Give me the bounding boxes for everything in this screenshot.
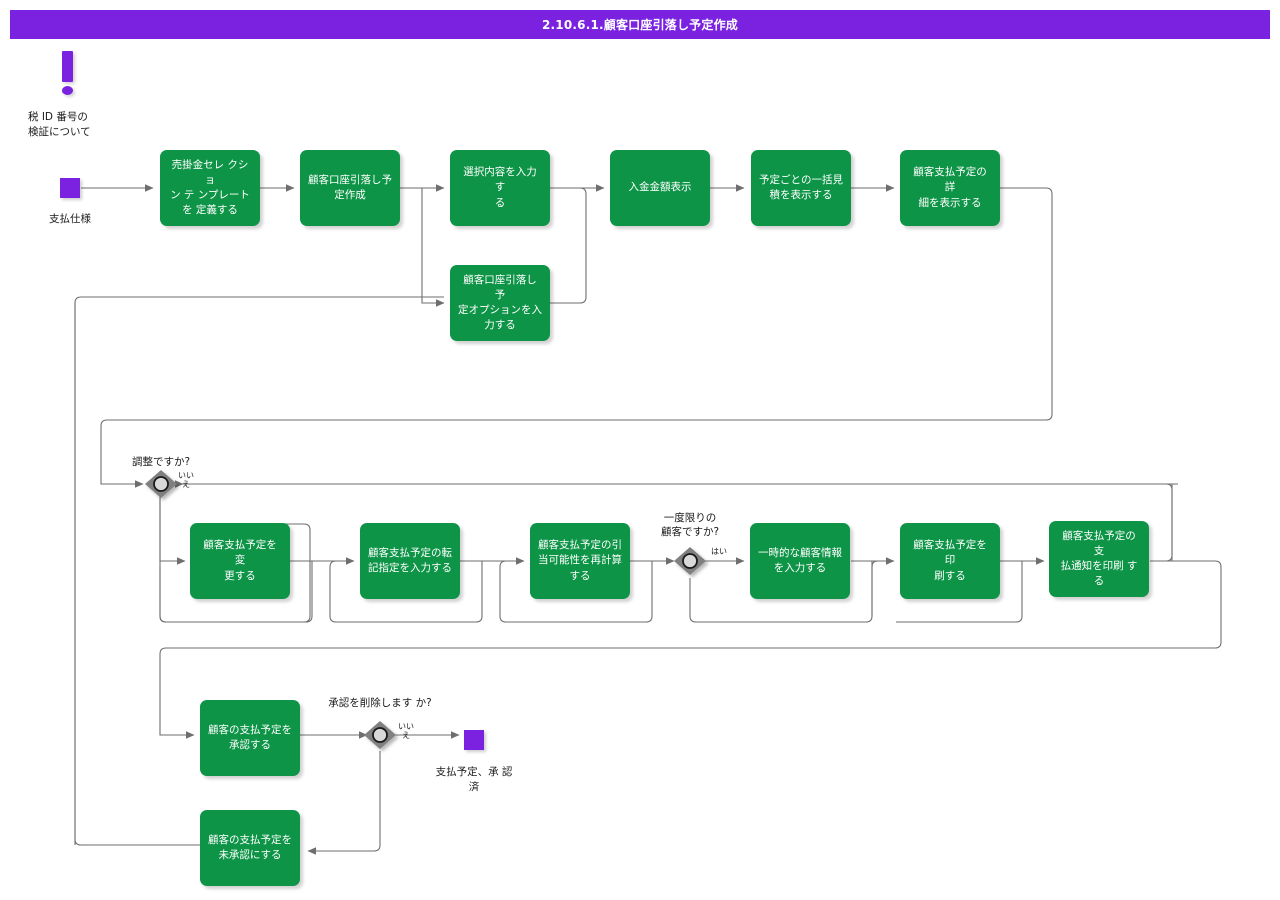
activity-enter-posting-specification[interactable]: 顧客支払予定の転 記指定を入力する bbox=[360, 523, 460, 599]
exclamation-mark-icon bbox=[62, 51, 73, 96]
activity-label: 予定ごとの一括見 積を表示する bbox=[759, 173, 843, 201]
end-terminator-label: 支払予定、承 認 済 bbox=[435, 766, 513, 794]
activity-recalculate-allocation-possibility[interactable]: 顧客支払予定の引 当可能性を再計算 する bbox=[530, 523, 630, 599]
activity-label: 一時的な顧客情報 を入力する bbox=[758, 546, 842, 574]
activity-display-batch-estimate-per-schedule[interactable]: 予定ごとの一括見 積を表示する bbox=[751, 150, 851, 226]
activity-label: 顧客口座引落し 予 定オプションを入 力する bbox=[458, 273, 542, 332]
exclamation-bar bbox=[62, 51, 73, 82]
activity-print-payment-advice[interactable]: 顧客支払予定の 支 払通知を印刷 する bbox=[1049, 521, 1149, 597]
activity-label: 顧客支払予定の引 当可能性を再計算 する bbox=[538, 539, 622, 582]
edge-label-one-time-customer-yes: はい bbox=[711, 547, 727, 556]
activity-label: 顧客支払予定を 印 刷する bbox=[913, 539, 987, 582]
activity-label: 顧客口座引落し予 定作成 bbox=[308, 173, 392, 201]
activity-define-ar-selection-template[interactable]: 売掛金セレ クショ ン テ ンプレート を 定義する bbox=[160, 150, 260, 226]
exclamation-dot bbox=[62, 86, 73, 95]
note-label: 税 ID 番号の 検証について bbox=[28, 111, 91, 139]
activity-label: 顧客の支払予定を 承認する bbox=[208, 723, 292, 751]
activity-create-customer-direct-debit-schedule[interactable]: 顧客口座引落し予 定作成 bbox=[300, 150, 400, 226]
activity-enter-one-time-customer-info[interactable]: 一時的な顧客情報 を入力する bbox=[750, 523, 850, 599]
activity-change-payment-schedule[interactable]: 顧客支払予定を 変 更する bbox=[190, 523, 290, 599]
edge-label-adjustment-no: いい え bbox=[178, 471, 194, 490]
decision-label-one-time-customer: 一度限りの 顧客ですか? bbox=[660, 512, 720, 538]
activity-display-deposit-amount[interactable]: 入金金額表示 bbox=[610, 150, 710, 226]
window-title: 2.10.6.1.顧客口座引落し予定作成 bbox=[542, 18, 738, 32]
decision-label-delete-approval: 承認を削除します か? bbox=[328, 697, 432, 709]
activity-label: 顧客支払予定を 変 更する bbox=[203, 539, 277, 582]
activity-label: 入金金額表示 bbox=[628, 181, 692, 194]
start-terminator[interactable] bbox=[60, 178, 80, 198]
activity-print-payment-schedule[interactable]: 顧客支払予定を 印 刷する bbox=[900, 523, 1000, 599]
edge-label-delete-approval-no: いい え bbox=[398, 722, 414, 741]
activity-label: 顧客支払予定の転 記指定を入力する bbox=[368, 546, 452, 574]
activity-approve-customer-payment-schedule[interactable]: 顧客の支払予定を 承認する bbox=[200, 700, 300, 776]
activity-enter-selection-details[interactable]: 選択内容を入力 す る bbox=[450, 150, 550, 226]
activity-display-payment-schedule-details[interactable]: 顧客支払予定の 詳 細を表示する bbox=[900, 150, 1000, 226]
start-terminator-label: 支払仕様 bbox=[49, 213, 91, 225]
decision-diamond-d3 bbox=[364, 721, 396, 749]
activity-label: 選択内容を入力 す る bbox=[463, 166, 537, 209]
decision-label-adjustment: 調整ですか? bbox=[131, 456, 191, 468]
end-terminator[interactable] bbox=[464, 730, 484, 750]
decision-diamond-d2 bbox=[674, 547, 706, 575]
activity-label: 顧客支払予定の 支 払通知を印刷 する bbox=[1060, 529, 1138, 588]
activity-unapprove-customer-payment-schedule[interactable]: 顧客の支払予定を 未承認にする bbox=[200, 810, 300, 886]
decision-diamond-d1 bbox=[145, 470, 177, 498]
activity-label: 売掛金セレ クショ ン テ ンプレート を 定義する bbox=[170, 158, 250, 217]
activity-enter-direct-debit-schedule-options[interactable]: 顧客口座引落し 予 定オプションを入 力する bbox=[450, 265, 550, 341]
activity-label: 顧客の支払予定を 未承認にする bbox=[208, 833, 292, 861]
activity-label: 顧客支払予定の 詳 細を表示する bbox=[913, 166, 987, 209]
window-title-bar: 2.10.6.1.顧客口座引落し予定作成 bbox=[10, 10, 1270, 39]
